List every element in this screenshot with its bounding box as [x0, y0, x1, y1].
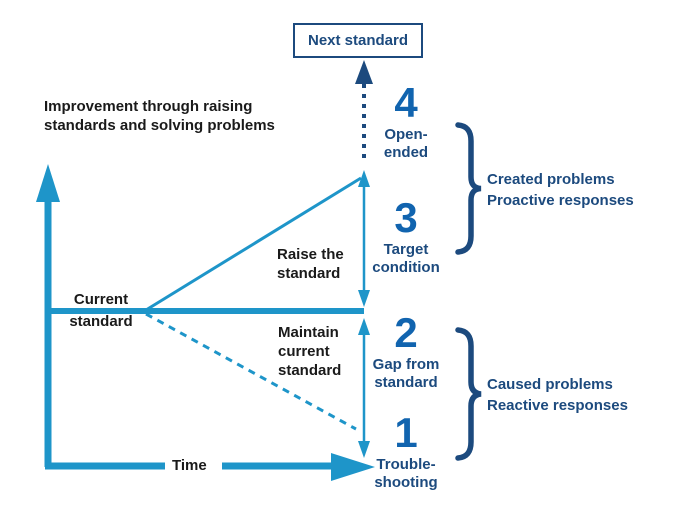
next-standard-arrowhead-icon [355, 60, 373, 84]
maintain-standard-line3: standard [278, 362, 342, 379]
step-1-label-line1: Trouble- [376, 456, 436, 473]
next-standard-box: Next standard [293, 23, 423, 58]
step-4-open-ended: 4 Open- ended [366, 80, 446, 162]
decline-dashed-line [145, 312, 357, 431]
step-1-label-line2: shooting [374, 474, 438, 491]
step-4-label-line2: ended [383, 144, 429, 161]
step-3-label-line1: Target [383, 241, 429, 258]
current-standard-line2: standard [69, 313, 133, 330]
caused-problems-line2: Reactive responses [487, 397, 628, 414]
step-4-number: 4 [394, 79, 418, 126]
caused-problems-line1: Caused problems [487, 376, 613, 393]
current-standard-label: Current standard [56, 289, 146, 333]
diagram-title: Improvement through raising standards an… [44, 97, 314, 135]
caused-problems-label: Caused problems Reactive responses [487, 374, 628, 416]
raise-standard-line2: standard [277, 265, 341, 282]
step-1-label: Trouble- shooting [366, 456, 446, 492]
upper-span-arrowhead-down-icon [358, 290, 370, 307]
maintain-standard-line2: current [278, 343, 330, 360]
step-4-label: Open- ended [366, 126, 446, 162]
step-2-label-line1: Gap from [372, 356, 440, 373]
step-3-label: Target condition [366, 241, 446, 277]
step-2-gap-from-standard: 2 Gap from standard [366, 310, 446, 392]
step-1-number: 1 [394, 409, 418, 456]
upper-brace [455, 122, 482, 255]
raise-standard-diagonal-line [145, 176, 362, 312]
maintain-standard-label: Maintain current standard [278, 323, 341, 380]
step-2-number: 2 [394, 309, 418, 356]
step-3-target-condition: 3 Target condition [366, 195, 446, 277]
step-2-label-line2: standard [374, 374, 438, 391]
created-problems-line1: Created problems [487, 171, 615, 188]
created-problems-label: Created problems Proactive responses [487, 169, 634, 211]
lower-span-arrowhead-down-icon [358, 441, 370, 458]
lower-brace [455, 327, 482, 461]
maintain-standard-line1: Maintain [278, 324, 339, 341]
step-2-label: Gap from standard [366, 356, 446, 392]
upper-span-arrowhead-up-icon [358, 170, 370, 187]
diagram-title-line2: standards and solving problems [44, 117, 275, 134]
y-axis-arrowhead-icon [36, 164, 60, 202]
time-axis-label: Time [172, 457, 207, 474]
raise-standard-line1: Raise the [277, 246, 344, 263]
current-standard-line1: Current [73, 291, 129, 308]
raise-standard-label: Raise the standard [277, 245, 344, 283]
diagram-title-line1: Improvement through raising [44, 98, 253, 115]
created-problems-line2: Proactive responses [487, 192, 634, 209]
next-standard-label: Next standard [307, 32, 409, 49]
step-4-label-line1: Open- [384, 126, 428, 143]
step-3-label-line2: condition [372, 259, 440, 276]
x-axis-arrowhead-icon [331, 453, 375, 481]
step-1-trouble-shooting: 1 Trouble- shooting [366, 410, 446, 492]
lower-span-arrowhead-up-icon [358, 318, 370, 335]
step-3-number: 3 [394, 194, 418, 241]
